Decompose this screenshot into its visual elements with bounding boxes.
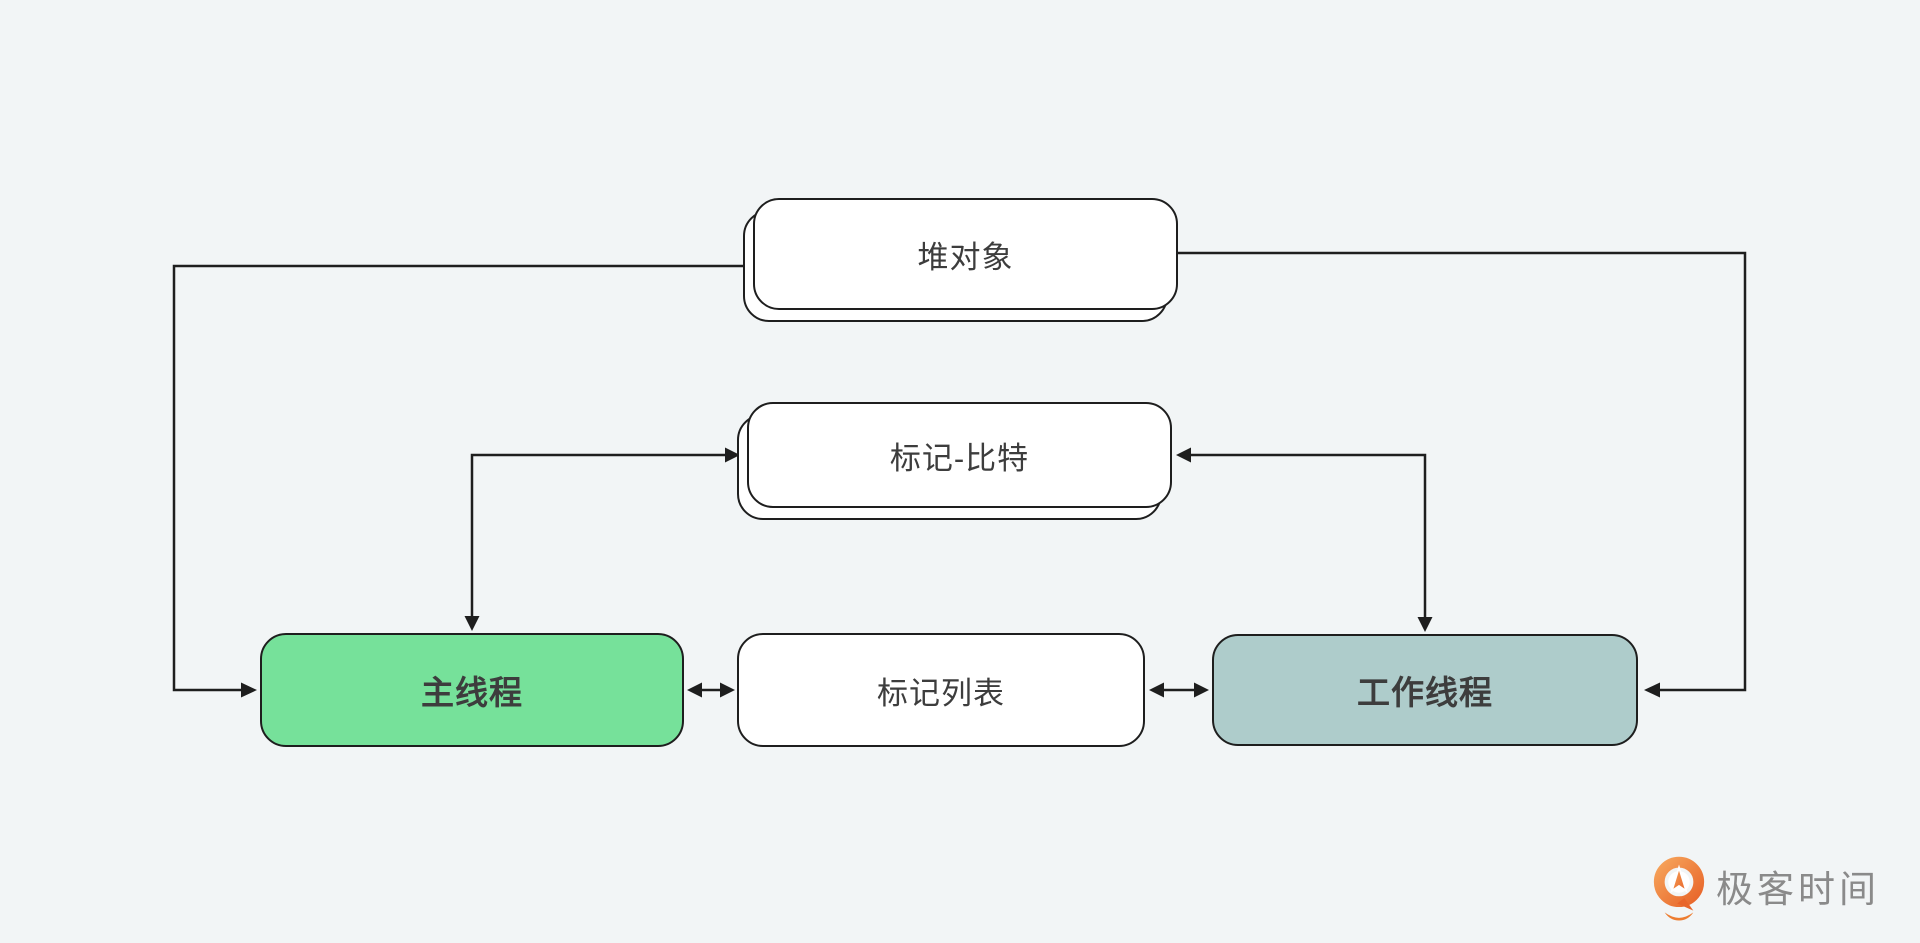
connector-heap-to-worker-thread: [1178, 251, 1747, 698]
connector-heap-to-main-thread: [172, 264, 749, 698]
node-mark-bit-card: 标记-比特: [747, 402, 1172, 508]
node-worker-thread: 工作线程: [1212, 634, 1638, 746]
connector-main-thread-mark-bit: [464, 447, 740, 631]
node-label-mark-list: 标记列表: [877, 675, 1005, 711]
node-mark-bit: 标记-比特: [737, 402, 1174, 522]
node-label-heap-objects: 堆对象: [917, 239, 1014, 275]
node-label-mark-bit: 标记-比特: [889, 440, 1030, 476]
geektime-logo-text: 极客时间: [1716, 869, 1880, 910]
node-heap-objects-card: 堆对象: [753, 198, 1178, 310]
geektime-logo-icon: [1653, 856, 1705, 921]
node-main-thread: 主线程: [260, 633, 684, 747]
connector-main-thread-mark-list: [687, 682, 735, 698]
node-heap-objects: 堆对象: [743, 198, 1180, 324]
node-mark-list: 标记列表: [737, 633, 1145, 747]
connector-mark-list-worker-thread: [1149, 682, 1209, 698]
geektime-watermark: 极客时间: [1652, 855, 1880, 925]
node-label-main-thread: 主线程: [421, 674, 523, 711]
connector-worker-thread-mark-bit: [1176, 447, 1433, 632]
node-label-worker-thread: 工作线程: [1357, 674, 1493, 711]
